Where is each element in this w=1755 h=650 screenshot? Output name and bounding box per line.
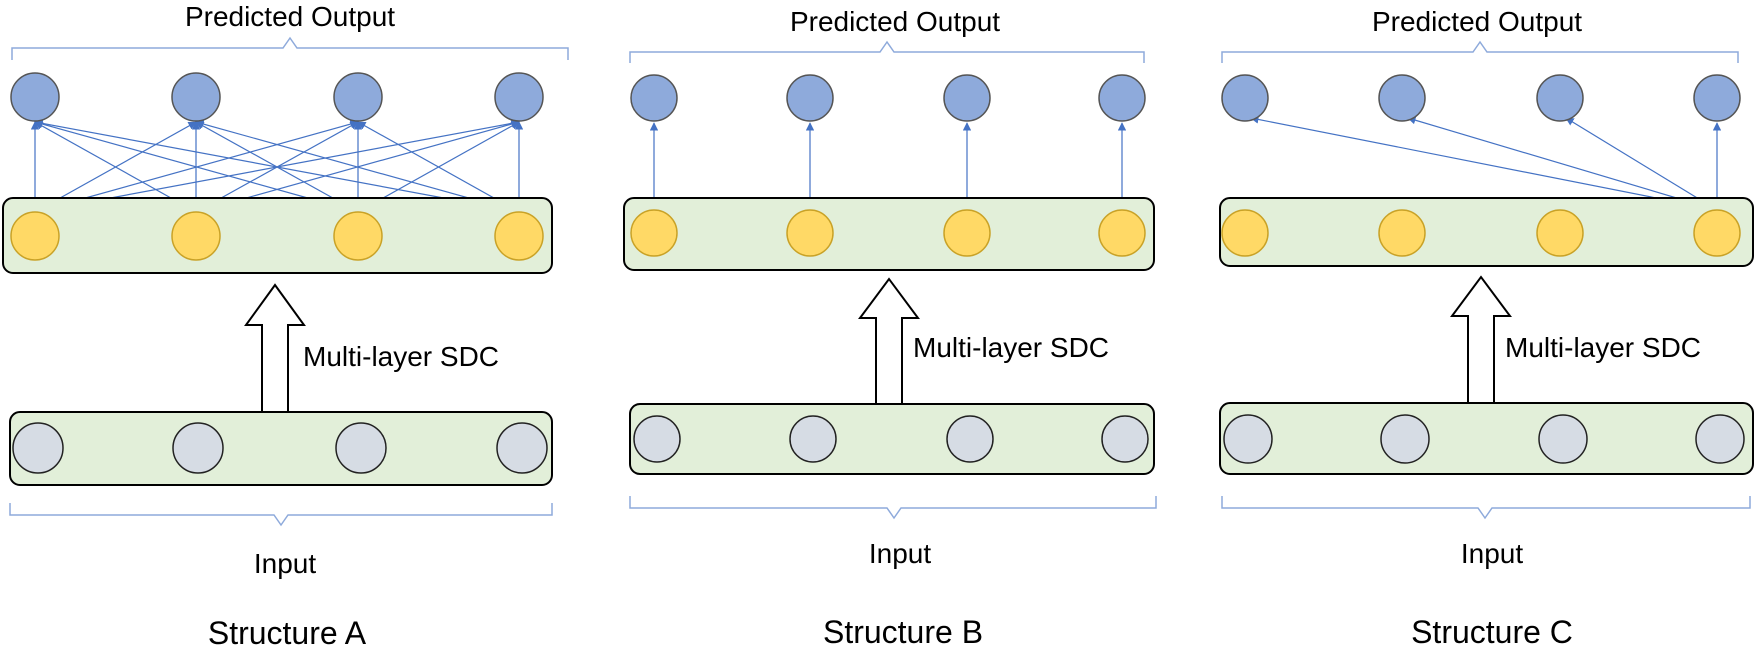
panel-structure-a: Predicted Output Multi-layer SDC Input S… xyxy=(2,1,569,650)
hidden-node xyxy=(494,211,544,261)
output-node xyxy=(333,72,383,122)
hidden-node xyxy=(10,211,60,261)
hidden-node xyxy=(1693,209,1741,257)
hidden-node xyxy=(333,211,383,261)
input-node xyxy=(1695,414,1745,464)
connection-arrow xyxy=(1250,115,1718,211)
input-node xyxy=(1223,414,1273,464)
output-bracket xyxy=(1221,40,1739,63)
input-node xyxy=(946,415,994,463)
output-label: Predicted Output xyxy=(1372,6,1582,37)
output-bracket xyxy=(11,36,569,60)
output-node xyxy=(943,74,991,122)
input-layer-box xyxy=(9,411,553,486)
hidden-node xyxy=(1098,209,1146,257)
connections-c xyxy=(1250,115,1722,211)
structure-title: Structure B xyxy=(823,614,983,650)
output-node xyxy=(1098,74,1146,122)
sdc-label: Multi-layer SDC xyxy=(1505,332,1701,363)
input-bracket xyxy=(9,503,553,527)
multi-layer-sdc-arrow xyxy=(244,283,306,413)
output-node xyxy=(630,74,678,122)
output-node xyxy=(10,72,60,122)
input-node xyxy=(172,422,224,474)
output-label: Predicted Output xyxy=(790,6,1000,37)
panel-structure-c: Predicted Output Multi-layer SDC Input S… xyxy=(1219,6,1754,650)
output-label: Predicted Output xyxy=(185,1,395,32)
hidden-node xyxy=(1536,209,1584,257)
output-node xyxy=(494,72,544,122)
input-node xyxy=(789,415,837,463)
output-node xyxy=(1693,74,1741,122)
hidden-node xyxy=(1378,209,1426,257)
hidden-layer-box xyxy=(2,197,553,274)
sdc-label: Multi-layer SDC xyxy=(913,332,1109,363)
input-node xyxy=(1101,415,1149,463)
panel-structure-b: Predicted Output Multi-layer SDC Input S… xyxy=(623,6,1157,650)
input-label: Input xyxy=(869,538,931,569)
connection-arrow xyxy=(1565,117,1718,211)
hidden-layer-box xyxy=(1219,197,1754,267)
input-bracket xyxy=(1221,496,1751,520)
multi-layer-sdc-arrow xyxy=(1450,275,1512,404)
hidden-node xyxy=(171,211,221,261)
hidden-node xyxy=(1221,209,1269,257)
output-node xyxy=(171,72,221,122)
input-label: Input xyxy=(254,548,316,579)
hidden-node xyxy=(943,209,991,257)
output-node xyxy=(1378,74,1426,122)
multi-layer-sdc-arrow xyxy=(858,277,920,405)
output-node xyxy=(786,74,834,122)
input-node xyxy=(335,422,387,474)
input-node xyxy=(1538,414,1588,464)
sdc-label: Multi-layer SDC xyxy=(303,341,499,372)
connections-b xyxy=(649,122,1127,210)
input-label: Input xyxy=(1461,538,1523,569)
output-node xyxy=(1221,74,1269,122)
input-node xyxy=(12,422,64,474)
connection-arrow xyxy=(1407,116,1718,211)
input-node xyxy=(1380,414,1430,464)
input-bracket xyxy=(629,496,1157,520)
output-bracket xyxy=(629,40,1145,63)
input-layer-box xyxy=(1219,402,1754,475)
input-node xyxy=(496,422,548,474)
hidden-node xyxy=(630,209,678,257)
input-layer-box xyxy=(629,403,1155,475)
hidden-node xyxy=(786,209,834,257)
hidden-layer-box xyxy=(623,197,1155,271)
structure-title: Structure C xyxy=(1411,614,1573,650)
output-node xyxy=(1536,74,1584,122)
input-node xyxy=(633,415,681,463)
structure-title: Structure A xyxy=(208,615,367,650)
